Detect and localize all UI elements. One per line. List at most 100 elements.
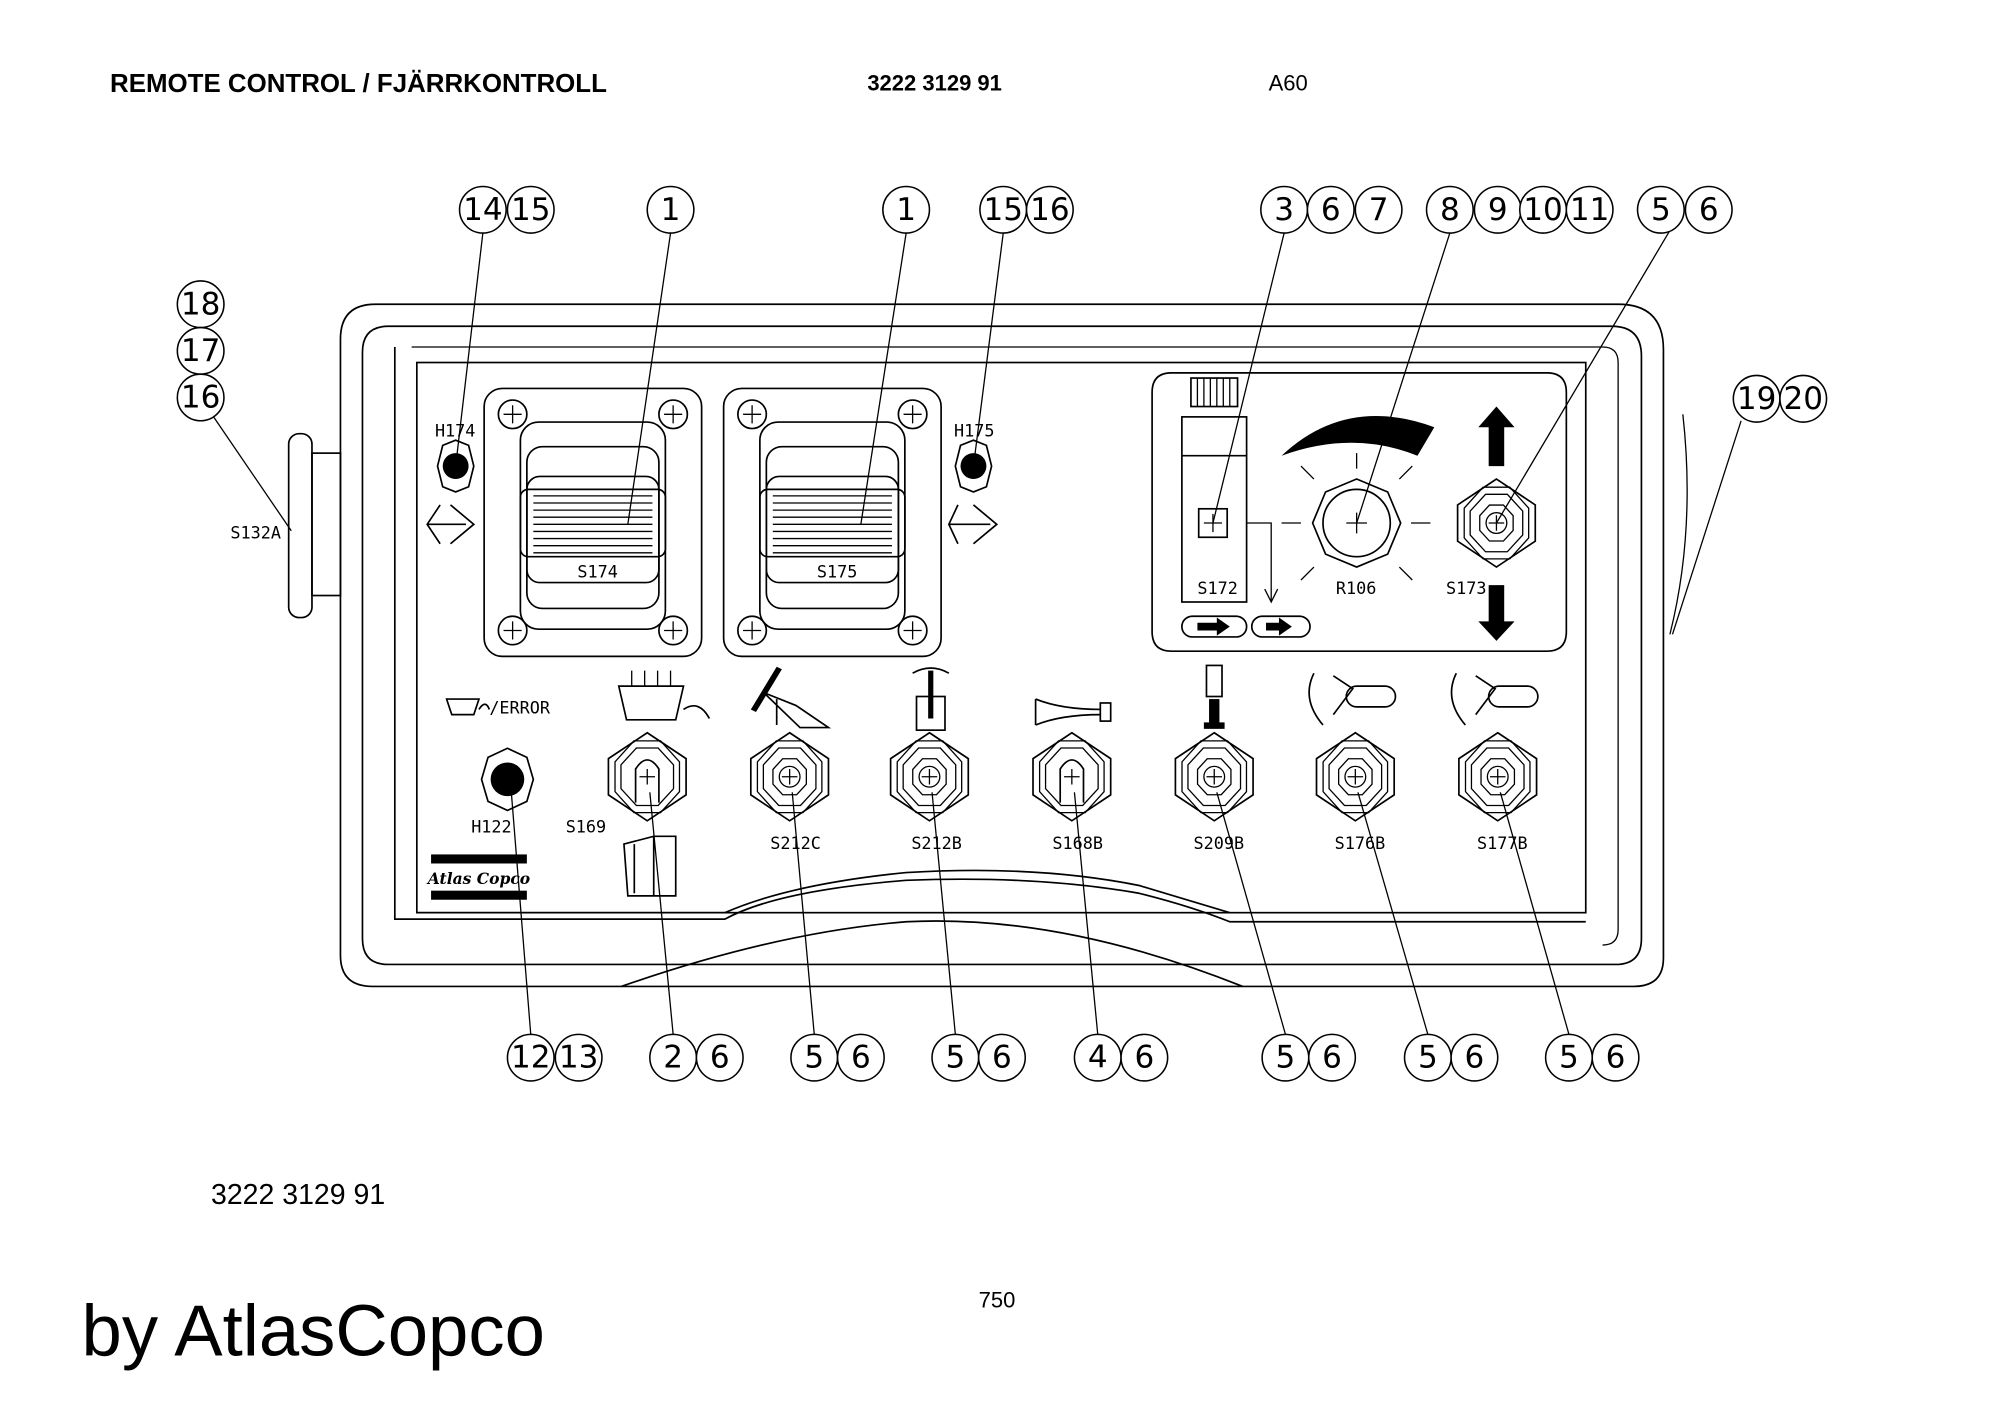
label-s177b: S177B <box>1477 833 1528 853</box>
svg-text:2: 2 <box>663 1040 683 1076</box>
label-s168b: S168B <box>1052 833 1103 853</box>
leader-line <box>1356 232 1451 524</box>
callout-balloon-bottom: 12 <box>506 1033 555 1082</box>
callout-balloon-top: 1 <box>882 185 931 234</box>
screw-icon <box>737 399 768 430</box>
screw-icon <box>497 399 528 430</box>
lamp-h122 <box>480 747 535 812</box>
leader-line <box>791 792 815 1035</box>
svg-text:16: 16 <box>1030 192 1070 228</box>
leader-line <box>649 792 674 1035</box>
callout-balloon-bottom: 6 <box>1591 1033 1640 1082</box>
toggle-switch-row <box>607 731 1538 822</box>
svg-text:1: 1 <box>896 192 916 228</box>
label-s169: S169 <box>566 816 607 836</box>
leader-line <box>972 232 1004 467</box>
svg-text:3: 3 <box>1274 192 1294 228</box>
svg-text:5: 5 <box>1276 1040 1296 1076</box>
svg-text:12: 12 <box>511 1040 551 1076</box>
svg-text:6: 6 <box>1465 1040 1485 1076</box>
screw-icon <box>897 615 928 646</box>
svg-text:6: 6 <box>710 1040 730 1076</box>
svg-text:6: 6 <box>851 1040 871 1076</box>
callout-balloon-bottom: 5 <box>790 1033 839 1082</box>
header-part-number: 3222 3129 91 <box>867 71 1002 96</box>
toggle-switch <box>749 731 830 822</box>
callout-balloon-top: 6 <box>1306 185 1355 234</box>
callout-balloon-top: 15 <box>979 185 1028 234</box>
callout-balloon-bottom: 6 <box>1307 1033 1357 1082</box>
svg-text:19: 19 <box>1737 381 1777 417</box>
callout-balloon-top: 1 <box>646 185 695 234</box>
leader-line <box>1216 792 1287 1035</box>
leader-line <box>860 232 907 525</box>
control-subpanel <box>1151 372 1568 653</box>
svg-text:9: 9 <box>1488 192 1508 228</box>
svg-text:14: 14 <box>463 192 503 228</box>
svg-text:16: 16 <box>181 379 221 415</box>
selector-s173 <box>1456 478 1537 569</box>
svg-text:5: 5 <box>804 1040 824 1076</box>
svg-text:15: 15 <box>983 192 1023 228</box>
joystick-s175 <box>722 387 942 658</box>
callout-balloon-bottom: 6 <box>695 1033 744 1082</box>
callout-balloon-right: 20 <box>1779 374 1828 423</box>
label-s175: S175 <box>817 561 858 581</box>
callout-balloon-bottom: 6 <box>1450 1033 1499 1082</box>
svg-text:8: 8 <box>1440 192 1460 228</box>
svg-text:6: 6 <box>1699 192 1719 228</box>
svg-text:Atlas Copco: Atlas Copco <box>426 869 530 888</box>
callout-balloon-bottom: 5 <box>1544 1033 1594 1082</box>
svg-text:6: 6 <box>1134 1040 1154 1076</box>
callout-balloon-right: 19 <box>1732 374 1781 423</box>
function-symbols <box>445 664 1539 731</box>
toggle-switch <box>607 731 687 822</box>
callout-balloon-top: 11 <box>1565 185 1614 234</box>
toggle-switch <box>1032 731 1112 822</box>
svg-text:15: 15 <box>511 192 551 228</box>
svg-text:6: 6 <box>1322 1040 1342 1076</box>
leader-line <box>1499 792 1570 1035</box>
screw-icon <box>897 399 928 430</box>
leader-line <box>1671 420 1742 635</box>
label-s173: S173 <box>1446 578 1487 598</box>
footer-part-number: 3222 3129 91 <box>211 1179 385 1211</box>
page-number: 750 <box>979 1288 1016 1313</box>
svg-text:6: 6 <box>1606 1040 1626 1076</box>
label-error: /ERROR <box>489 697 551 717</box>
label-s174: S174 <box>577 561 618 581</box>
callout-balloon-bottom: 5 <box>931 1033 980 1082</box>
leader-line <box>1495 230 1671 524</box>
svg-text:13: 13 <box>559 1040 599 1076</box>
leader-lines <box>213 230 1742 1035</box>
svg-text:17: 17 <box>181 333 221 369</box>
svg-text:7: 7 <box>1369 192 1389 228</box>
svg-text:20: 20 <box>1783 381 1823 417</box>
label-s132a: S132A <box>230 523 281 543</box>
callout-balloon-bottom: 5 <box>1261 1033 1310 1082</box>
housing <box>287 303 1688 988</box>
lamp-h174 <box>426 439 476 545</box>
callout-balloon-top: 7 <box>1354 185 1403 234</box>
svg-text:10: 10 <box>1523 192 1563 228</box>
screw-icon <box>497 615 528 646</box>
svg-text:6: 6 <box>1321 192 1341 228</box>
callout-balloon-top: 3 <box>1260 185 1309 234</box>
credit-text: by AtlasCopco <box>82 1290 545 1371</box>
callout-balloon-bottom: 4 <box>1073 1033 1122 1082</box>
svg-text:4: 4 <box>1088 1040 1108 1076</box>
leader-line <box>1357 792 1429 1035</box>
atlas-copco-logo: Atlas Copco <box>426 854 530 900</box>
label-s209b: S209B <box>1194 833 1245 853</box>
label-h174: H174 <box>435 420 476 440</box>
svg-text:1: 1 <box>661 192 681 228</box>
switch-cover-s169 <box>623 835 677 897</box>
toggle-switch <box>1315 731 1396 822</box>
leader-line <box>510 792 532 1035</box>
label-h175: H175 <box>954 420 995 440</box>
callout-balloon-bottom: 5 <box>1403 1033 1452 1082</box>
screw-icon <box>737 615 768 646</box>
callout-balloon-bottom: 6 <box>836 1033 885 1082</box>
svg-text:5: 5 <box>945 1040 965 1076</box>
